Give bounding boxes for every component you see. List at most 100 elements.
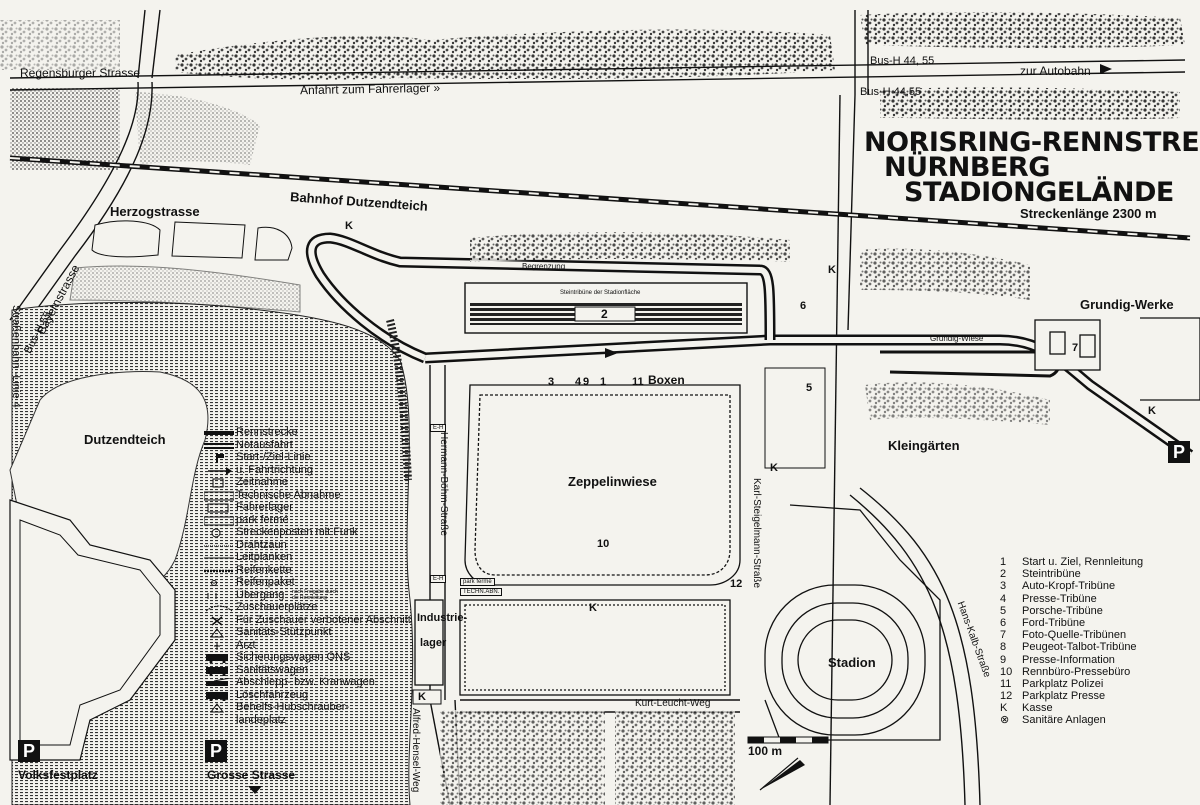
legend-note: nach Freigabe durch die Rennleitung [292,588,338,601]
legend-label: Löschfahrzeug [236,688,309,701]
legend-item: Sanitäts-Stützpunkt [200,626,405,639]
park-ferme-box: park fermé [460,578,495,586]
grosse-strasse-arrow [248,786,262,794]
key-label: Start u. Ziel, Rennleitung [1022,556,1144,568]
legend-item: Streckenposten mit Funk [200,526,405,539]
key-number: 10 [1000,665,1013,678]
key-label: Rennbüro-Pressebüro [1022,665,1131,678]
area-zeppelinwiese: Zeppelinwiese [568,474,657,489]
key-number: K [1000,702,1008,715]
bus-stop-top: Bus-H 44, 55 [870,55,935,67]
key-item: 1 Start u. Ziel, Rennleitung [1000,556,1143,568]
zeppelinwiese-field [459,384,741,696]
key-label: Auto-Kropf-Tribüne [1022,580,1116,593]
area-grundig: Grundig-Werke [1080,297,1174,312]
legend-item: Übergang nach Freigabe durch die Rennleit… [200,589,405,602]
booths [412,367,826,705]
legend-symbol-truck-icon [206,654,228,663]
legend-item: Leitplanken [200,551,405,564]
track-length: Streckenlänge 2300 m [1020,206,1157,221]
legend-symbol-track-icon [204,431,234,435]
legend-label: park fermé [236,513,289,526]
marker-9: 9 [583,376,590,388]
key-number: 6 [1000,616,1007,629]
legend-symbol-crane-icon [206,678,231,686]
legend-label: Drahtzaun [236,538,287,551]
street-autobahn: zur Autobahn [1020,64,1091,78]
label-volksfestplatz: Volksfestplatz [18,768,98,782]
key-item: 3 Auto-Kropf-Tribüne [1000,580,1143,592]
area-dutzendteich: Dutzendteich [84,432,166,447]
key-label: Ford-Tribüne [1022,616,1086,629]
key-label: Peugeot-Talbot-Tribüne [1022,641,1137,654]
legend-label: Übergang [236,588,285,601]
key-number: 7 [1000,629,1007,642]
legend-label: Reifenkette [236,563,292,576]
legend-label: Sanitätswagen [236,663,309,676]
legend-label: Sanitäts-Stützpunkt [236,626,332,638]
label-steintribuene: Steintribüne der Stadionfläche [560,290,641,296]
legend-label: Arzt [236,638,256,651]
parking-volksfestplatz: P [18,740,40,762]
street-alfred: Alfred-Hensel-Weg [410,708,421,793]
marker-k-2: K [828,264,836,276]
legend-symbol-none-icon [204,716,234,726]
label-begrenzung: Begrenzung [522,262,566,271]
legend-label: Zuschauerplätze [236,601,318,613]
key-label: Parkplatz Presse [1022,690,1106,703]
legend-label: Für Zuschauer verbotener Abschnitt [236,613,411,626]
legend-symbol-fence-icon [204,545,234,546]
legend-symbol-arrow-icon [208,466,232,475]
area-boxen: Boxen [648,373,685,387]
key-number: 3 [1000,580,1007,593]
legend-symbol-box-park-icon [204,516,234,525]
legend-symbol-exit-icon [204,442,234,449]
key-number: 11 [1000,677,1012,690]
marker-11: 11 [632,376,644,388]
legend-symbol-box-empty-icon [207,503,229,513]
legend-symbol-truck-icon [206,666,228,676]
title-line-2: NÜRNBERG [884,152,1050,183]
legend-label: Notausfahrt [236,438,293,451]
vegetation-mid [386,232,1050,805]
key-item: 7 Foto-Quelle-Tribünen [1000,629,1143,641]
legend-label: Reifenpaket [236,576,295,588]
legend-symbol-crossing-icon [207,592,217,599]
key-label: Porsche-Tribüne [1022,604,1103,617]
legend-symbol-flag-icon [216,453,224,463]
title-line-3: STADIONGELÄNDE [904,177,1174,208]
railway [9,155,1191,241]
key-label: Foto-Quelle-Tribünen [1022,629,1127,642]
legend-item: Zuschauerplätze [200,601,405,614]
legend-item: Reifenkette [200,564,405,577]
legend-item: Arzt [200,639,405,652]
title-line-1: NORISRING-RENNSTRECKE [864,127,1200,158]
key-item: ⊗Sanitäre Anlagen [1000,714,1143,726]
steintribuene-building [464,282,748,334]
key-number: 1 [1000,556,1007,568]
legend-item: Reifenpaket [200,576,405,589]
autobahn-arrow [1100,64,1112,74]
legend-label: Leitplanken [236,551,293,563]
key-label: Parkplatz Polizei [1022,677,1104,690]
legend-label: Abschlepp- bzw. Kranwagen [236,676,375,688]
legend-label: u. Fahrtrichtung [236,463,314,476]
legend-item: Löschfahrzeug [200,689,405,702]
key-item: 11 Parkplatz Polizei [1000,678,1143,690]
street-karl: Karl-Steigelmann-Straße [751,478,762,589]
marker-5: 5 [806,382,813,394]
legend-symbol-triangle-icon [210,628,224,638]
legend-symbol-box-tech-icon [204,491,234,500]
legend-item: Technische Abnahme [200,489,405,502]
legend-item: landeplatz [200,714,405,727]
eh-box-2: E-H [430,575,447,583]
volksfest-outline [19,519,161,746]
legend-item: Rennstrecke [200,426,405,439]
dotted-area-left-2 [135,92,260,165]
